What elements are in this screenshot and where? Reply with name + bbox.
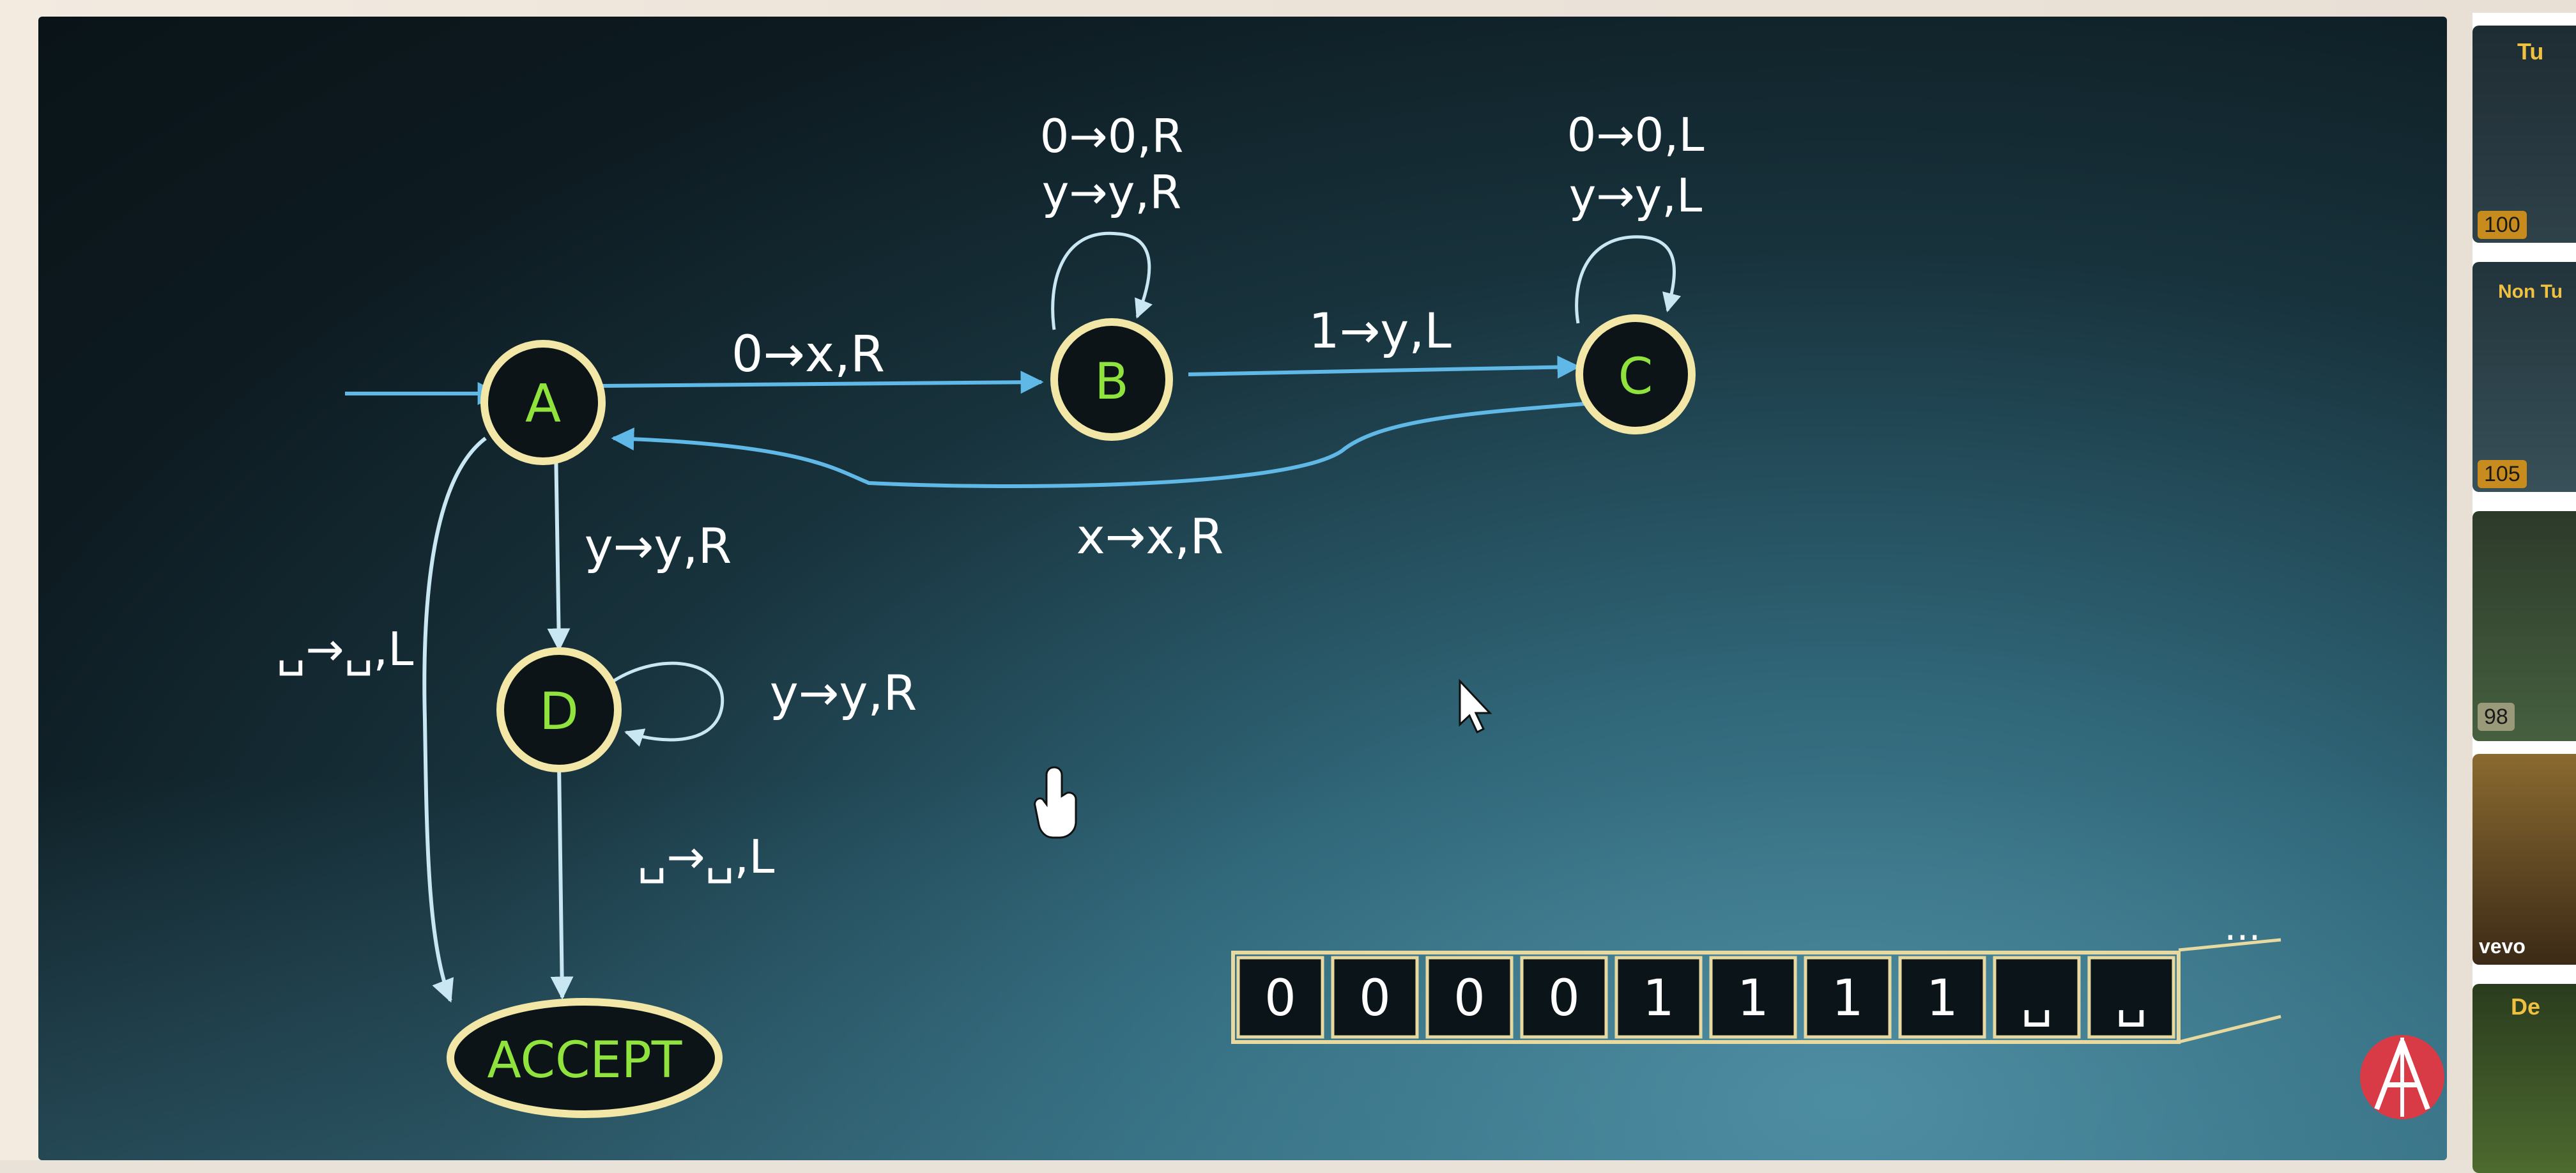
state-d: D bbox=[496, 647, 622, 772]
video-frame[interactable]: A B C D ACCEPT 0→x,R 0→0,R y→y,R 1→y,L 0… bbox=[38, 17, 2447, 1160]
related-video-1[interactable]: Tu 100 bbox=[2472, 26, 2576, 243]
transition-arrow-a-d bbox=[547, 444, 571, 652]
tape-cell bbox=[1898, 956, 1986, 1039]
tape-cell bbox=[1236, 956, 1324, 1039]
related-video-2-badge: 105 bbox=[2478, 460, 2527, 488]
tape-cell-value: ␣ bbox=[2115, 970, 2147, 1027]
tape-cell-value: 0 bbox=[1453, 970, 1485, 1027]
turing-machine-diagram: A B C D ACCEPT 0→x,R 0→0,R y→y,R 1→y,L 0… bbox=[277, 108, 2281, 1118]
tape-cell-value: 1 bbox=[1926, 970, 1958, 1027]
state-a-label: A bbox=[525, 374, 561, 434]
label-c-loop-2: y→y,L bbox=[1569, 169, 1703, 222]
label-d-loop: y→y,R bbox=[770, 664, 917, 721]
related-video-5[interactable]: De bbox=[2472, 984, 2576, 1173]
channel-logo-icon bbox=[2360, 1035, 2444, 1119]
tape-cell-value: 1 bbox=[1643, 970, 1675, 1027]
related-video-4[interactable]: vevo bbox=[2472, 754, 2576, 965]
tape-cell bbox=[2087, 956, 2175, 1039]
label-a-accept: ␣→␣,L bbox=[277, 622, 414, 676]
loop-arrow-d bbox=[612, 661, 724, 747]
transition-arrow-d-accept bbox=[550, 763, 574, 1000]
tape-cell bbox=[1425, 956, 1514, 1039]
state-a: A bbox=[480, 340, 606, 465]
tape-cell-value: 0 bbox=[1548, 970, 1580, 1027]
tape-extension-top bbox=[2178, 938, 2281, 952]
loop-arrow-b bbox=[1051, 231, 1153, 330]
state-accept-label: ACCEPT bbox=[487, 1032, 682, 1089]
related-video-5-title: De bbox=[2511, 993, 2541, 1020]
loop-arrow-c bbox=[1575, 235, 1682, 324]
tape-cell bbox=[1993, 956, 2081, 1039]
tape-cell-value: ␣ bbox=[2021, 970, 2053, 1027]
transition-arrow-c-a bbox=[611, 402, 1585, 488]
label-b-loop-1: 0→0,R bbox=[1040, 109, 1184, 163]
state-b-label: B bbox=[1094, 353, 1129, 411]
tape-cell-value: 0 bbox=[1264, 970, 1296, 1027]
tape-cell bbox=[1331, 956, 1419, 1039]
tape-frame bbox=[1231, 951, 2181, 1044]
related-video-3-badge: 98 bbox=[2478, 703, 2515, 731]
label-c-a: x→x,R bbox=[1077, 508, 1224, 565]
related-video-4-title: vevo bbox=[2479, 935, 2526, 958]
related-video-1-title: Tu bbox=[2517, 38, 2544, 65]
related-video-2[interactable]: Non Tu 105 bbox=[2472, 262, 2576, 492]
related-videos-sidebar: Tu 100 Non Tu 105 98 vevo De bbox=[2472, 13, 2576, 1173]
transition-arrow-a-b bbox=[600, 371, 1044, 394]
state-accept: ACCEPT bbox=[447, 998, 723, 1118]
state-b: B bbox=[1050, 318, 1173, 441]
label-b-loop-2: y→y,R bbox=[1042, 165, 1181, 219]
transition-arrow-a-accept bbox=[422, 436, 487, 1003]
label-c-loop-1: 0→0,L bbox=[1567, 108, 1705, 162]
related-video-2-title: Non Tu bbox=[2498, 281, 2563, 302]
tape-cell-value: 1 bbox=[1737, 970, 1769, 1027]
label-b-c: 1→y,L bbox=[1308, 302, 1452, 359]
tape-cell-value: 1 bbox=[1832, 970, 1864, 1027]
tape-cell bbox=[1520, 956, 1608, 1039]
tape-ellipsis: ... bbox=[2224, 905, 2260, 949]
tape-cell-value: 0 bbox=[1359, 970, 1391, 1027]
tape-cell bbox=[1709, 956, 1797, 1039]
tape: 0 0 0 0 1 1 1 1 ␣ ␣ bbox=[1231, 938, 2281, 1044]
state-c: C bbox=[1575, 314, 1696, 434]
label-d-accept: ␣→␣,L bbox=[638, 830, 775, 884]
label-a-d: y→y,R bbox=[585, 518, 732, 574]
tape-cell bbox=[1804, 956, 1892, 1039]
related-video-1-badge: 100 bbox=[2478, 211, 2527, 239]
state-d-label: D bbox=[539, 682, 579, 741]
transition-arrow-b-c bbox=[1188, 355, 1581, 379]
label-a-b: 0→x,R bbox=[732, 326, 885, 383]
hand-pointer-icon bbox=[1034, 766, 1077, 839]
related-video-3[interactable]: 98 bbox=[2472, 511, 2576, 741]
tape-cell bbox=[1614, 956, 1703, 1039]
tape-extension-bottom bbox=[2178, 1015, 2281, 1044]
state-c-label: C bbox=[1618, 348, 1653, 406]
mouse-cursor-icon bbox=[1459, 678, 1492, 734]
